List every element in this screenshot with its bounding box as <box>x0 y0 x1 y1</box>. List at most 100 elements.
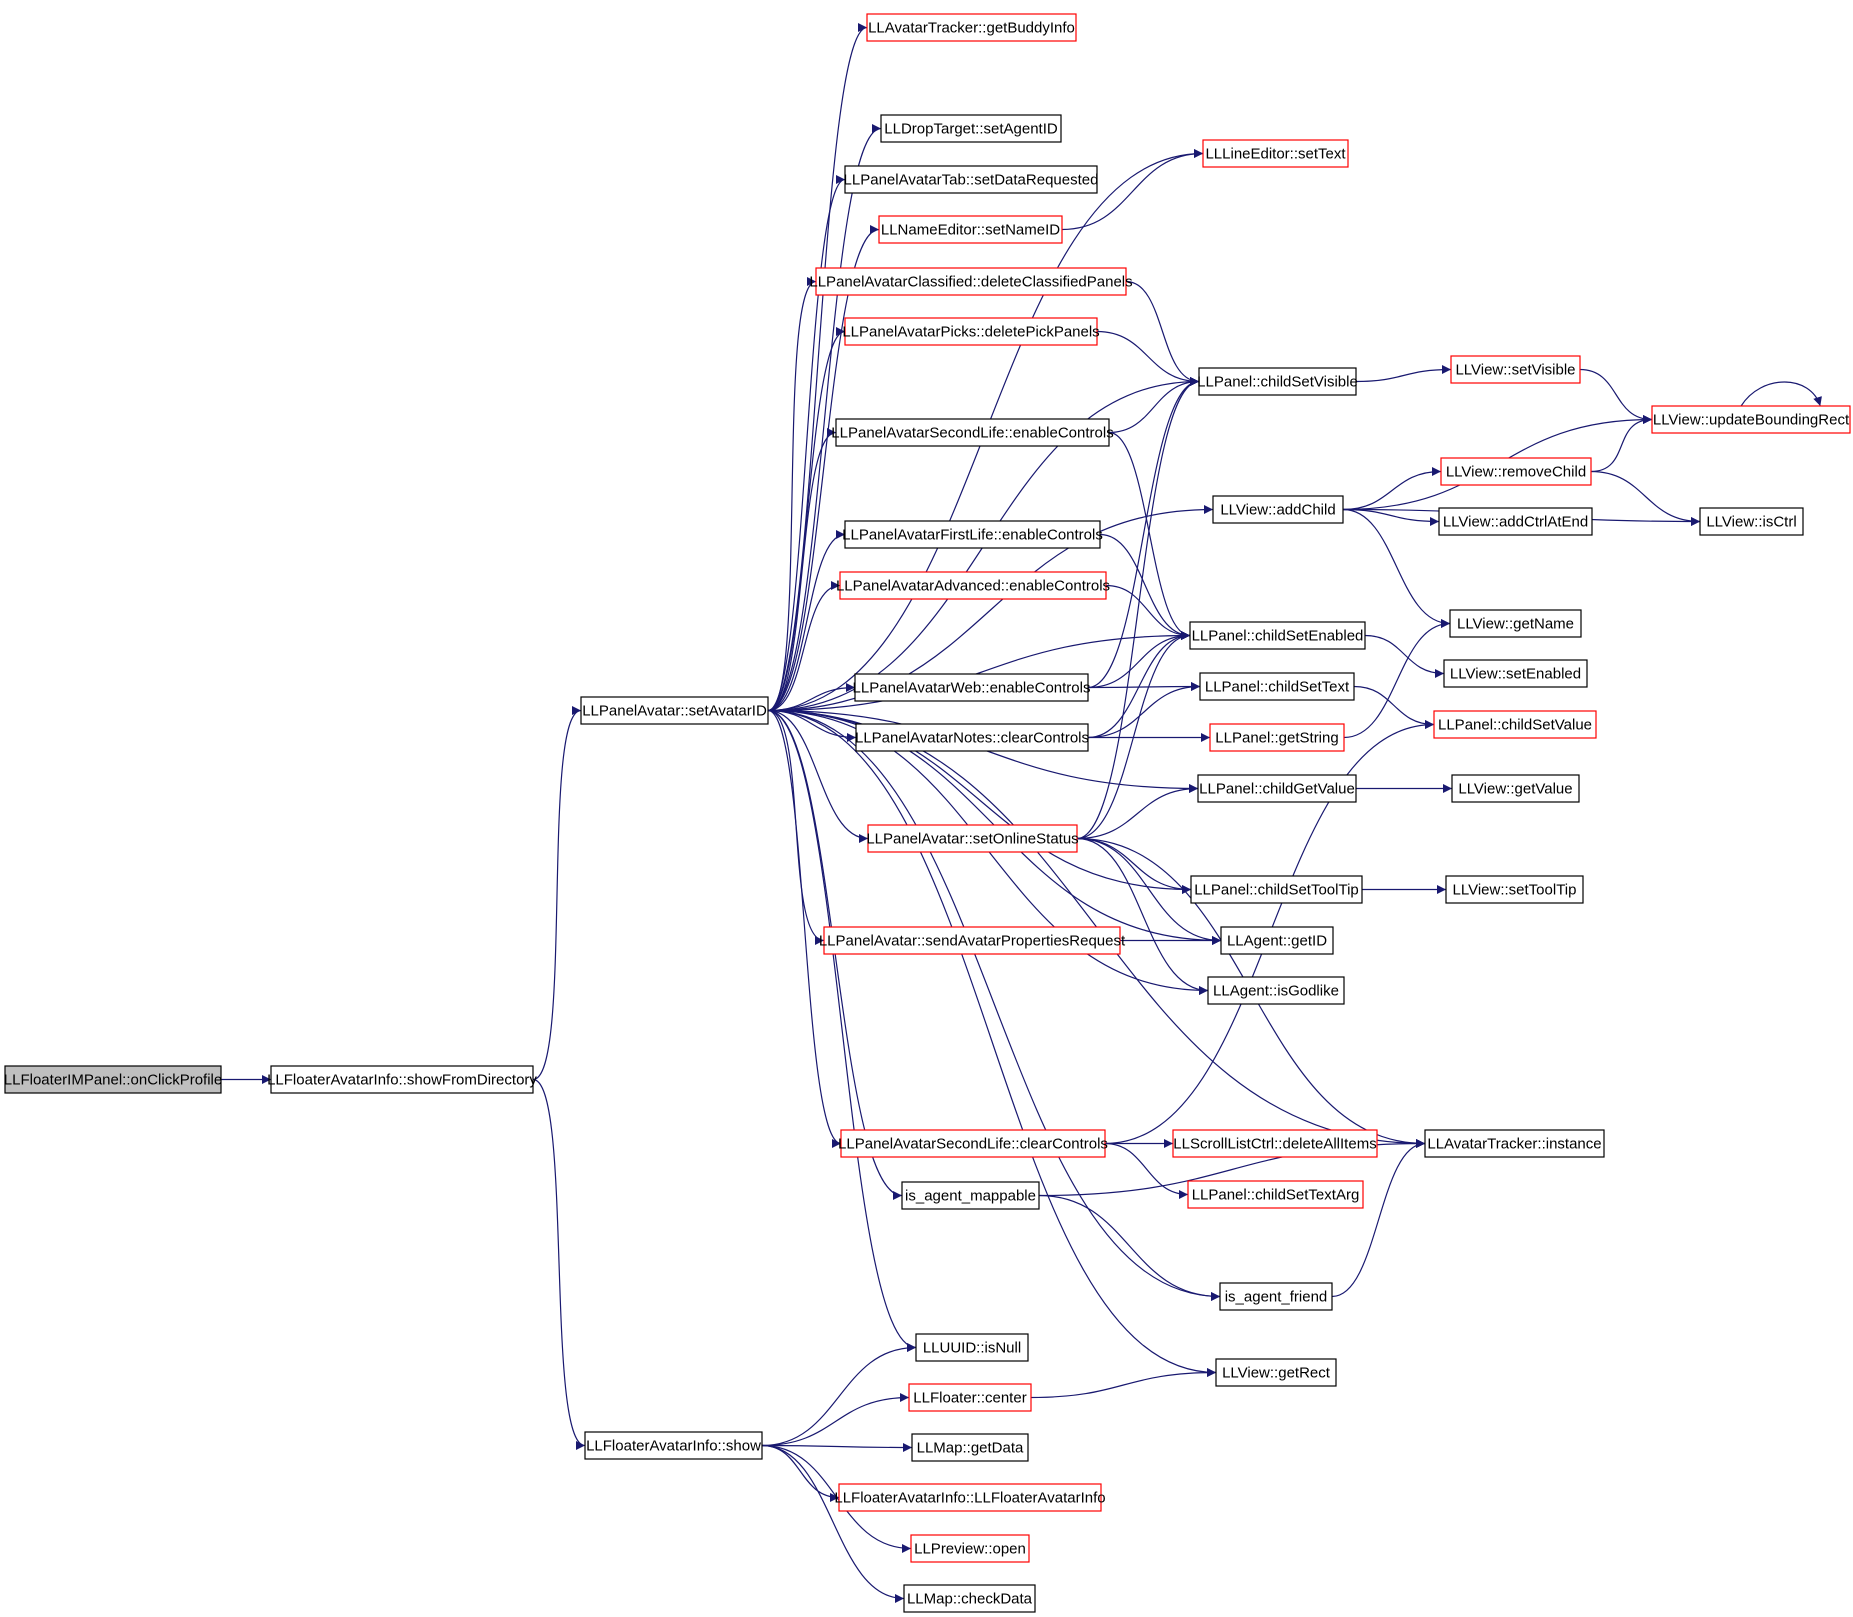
node-onClickProfile[interactable]: LLFloaterIMPanel::onClickProfile <box>4 1065 222 1094</box>
node-setNameID[interactable]: LLNameEditor::setNameID <box>878 215 1063 244</box>
node-isAgentFriend[interactable]: is_agent_friend <box>1219 1282 1333 1311</box>
node-box <box>1424 1129 1605 1158</box>
node-label: LLPanelAvatar::setOnlineStatus <box>866 831 1078 848</box>
node-previewOpen[interactable]: LLPreview::open <box>910 1534 1030 1563</box>
node-updateBoundingRect[interactable]: LLView::updateBoundingRect <box>1651 405 1851 434</box>
edges-layer <box>220 23 1822 1603</box>
edge-setAvatarID-to-addChild <box>767 505 1214 712</box>
node-addChild[interactable]: LLView::addChild <box>1212 495 1344 524</box>
node-slEnableControls[interactable]: LLPanelAvatarSecondLife::enableControls <box>831 418 1114 447</box>
edge-center-to-getRect <box>1030 1368 1217 1399</box>
node-getBuddyInfo[interactable]: LLAvatarTracker::getBuddyInfo <box>866 13 1077 42</box>
edge-setAvatarID-to-childSetEnabled <box>767 631 1191 712</box>
node-box <box>1207 976 1345 1005</box>
node-ctor[interactable]: LLFloaterAvatarInfo::LLFloaterAvatarInfo <box>834 1483 1106 1512</box>
node-setAgentID[interactable]: LLDropTarget::setAgentID <box>880 114 1062 143</box>
node-trackerInstance[interactable]: LLAvatarTracker::instance <box>1424 1129 1605 1158</box>
node-setOnlineStatus[interactable]: LLPanelAvatar::setOnlineStatus <box>866 824 1079 853</box>
node-setAvatarID[interactable]: LLPanelAvatar::setAvatarID <box>580 696 769 725</box>
node-clearControlsNotes[interactable]: LLPanelAvatarNotes::clearControls <box>855 723 1089 752</box>
edge-setAvatarID-to-deletePickPanels <box>767 327 846 712</box>
edge-childSetEnabled-to-setEnabled <box>1364 634 1445 678</box>
node-setDataRequested[interactable]: LLPanelAvatarTab::setDataRequested <box>844 165 1099 194</box>
node-flEnableControls[interactable]: LLPanelAvatarFirstLife::enableControls <box>842 520 1103 549</box>
node-sendReq[interactable]: LLPanelAvatar::sendAvatarPropertiesReque… <box>819 926 1126 955</box>
node-isCtrl[interactable]: LLView::isCtrl <box>1699 507 1804 536</box>
node-box <box>580 696 769 725</box>
node-setVisible[interactable]: LLView::setVisible <box>1450 355 1581 384</box>
node-label: is_agent_friend <box>1225 1289 1328 1306</box>
node-childSetText[interactable]: LLPanel::childSetText <box>1199 672 1355 701</box>
node-box <box>270 1065 534 1094</box>
node-childSetEnabled[interactable]: LLPanel::childSetEnabled <box>1189 621 1366 650</box>
node-setToolTip[interactable]: LLView::setToolTip <box>1445 875 1584 904</box>
edge-removeChild-to-updateBoundingRect <box>1590 415 1653 473</box>
edge-setNameID-to-setText <box>1061 149 1204 231</box>
node-isAgentMappable[interactable]: is_agent_mappable <box>901 1181 1040 1210</box>
node-box <box>854 673 1089 702</box>
node-label: LLAvatarTracker::instance <box>1427 1136 1601 1153</box>
node-getString[interactable]: LLPanel::getString <box>1209 723 1345 752</box>
node-getID[interactable]: LLAgent::getID <box>1220 926 1334 955</box>
node-slClearControls[interactable]: LLPanelAvatarSecondLife::clearControls <box>838 1129 1108 1158</box>
node-label: LLPanel::childSetVisible <box>1197 374 1358 391</box>
node-webEnableControls[interactable]: LLPanelAvatarWeb::enableControls <box>853 673 1091 702</box>
node-box <box>878 215 1063 244</box>
node-label: LLFloaterAvatarInfo::show <box>586 1438 761 1455</box>
node-label: LLPanel::childSetEnabled <box>1192 628 1364 645</box>
edge-addChild-to-getName <box>1342 508 1451 628</box>
node-box <box>1445 875 1584 904</box>
node-removeChild[interactable]: LLView::removeChild <box>1440 457 1592 486</box>
node-label: LLPanelAvatarWeb::enableControls <box>853 680 1091 697</box>
node-checkData[interactable]: LLMap::checkData <box>903 1584 1036 1613</box>
node-box <box>838 1483 1102 1512</box>
node-label: LLLineEditor::setText <box>1205 146 1346 163</box>
node-childSetVisible[interactable]: LLPanel::childSetVisible <box>1197 367 1358 396</box>
edge-setOnlineStatus-to-childSetVisible <box>1076 377 1200 840</box>
node-box <box>835 418 1110 447</box>
node-childSetTextArg[interactable]: LLPanel::childSetTextArg <box>1187 1180 1364 1209</box>
edge-webEnableControls-to-childSetEnabled <box>1087 631 1191 689</box>
node-childSetValue[interactable]: LLPanel::childSetValue <box>1433 710 1597 739</box>
node-deletePickPanels[interactable]: LLPanelAvatarPicks::deletePickPanels <box>842 317 1100 346</box>
node-isGodlike[interactable]: LLAgent::isGodlike <box>1207 976 1345 1005</box>
node-box <box>1450 355 1581 384</box>
node-label: LLFloater::center <box>913 1390 1026 1407</box>
node-deleteAllItems[interactable]: LLScrollListCtrl::deleteAllItems <box>1172 1129 1378 1158</box>
node-childGetValue[interactable]: LLPanel::childGetValue <box>1197 774 1357 803</box>
node-childSetToolTip[interactable]: LLPanel::childSetToolTip <box>1190 875 1363 904</box>
node-label: LLPanel::getString <box>1215 730 1338 747</box>
node-advEnableControls[interactable]: LLPanelAvatarAdvanced::enableControls <box>836 571 1110 600</box>
edge-setAvatarID-to-webEnableControls <box>767 683 856 712</box>
edge-setOnlineStatus-to-childSetToolTip <box>1076 837 1192 894</box>
edge-show-to-isNull <box>761 1343 917 1447</box>
edge-advEnableControls-to-childSetEnabled <box>1105 584 1191 640</box>
node-label: LLDropTarget::setAgentID <box>884 121 1058 138</box>
node-isNull[interactable]: LLUUID::isNull <box>915 1333 1029 1362</box>
node-label: LLPanel::childSetTextArg <box>1192 1187 1360 1204</box>
node-showFromDirectory[interactable]: LLFloaterAvatarInfo::showFromDirectory <box>267 1065 537 1094</box>
edge-setAvatarID-to-setNameID <box>767 225 880 712</box>
edge-show-to-center <box>761 1393 910 1447</box>
node-addCtrlAtEnd[interactable]: LLView::addCtrlAtEnd <box>1438 507 1593 536</box>
node-deleteClassifiedPanels[interactable]: LLPanelAvatarClassified::deleteClassifie… <box>809 267 1133 296</box>
node-box <box>1449 609 1582 638</box>
node-center[interactable]: LLFloater::center <box>908 1383 1032 1412</box>
node-getName[interactable]: LLView::getName <box>1449 609 1582 638</box>
node-getData[interactable]: LLMap::getData <box>911 1433 1029 1462</box>
node-getRect[interactable]: LLView::getRect <box>1215 1358 1337 1387</box>
node-setText[interactable]: LLLineEditor::setText <box>1202 139 1349 168</box>
node-label: LLView::isCtrl <box>1706 514 1796 531</box>
node-setEnabled[interactable]: LLView::setEnabled <box>1443 659 1588 688</box>
edge-slClearControls-to-childSetTextArg <box>1104 1142 1189 1199</box>
node-getValue[interactable]: LLView::getValue <box>1451 774 1580 803</box>
edge-webEnableControls-to-childSetVisible <box>1087 377 1200 689</box>
node-show[interactable]: LLFloaterAvatarInfo::show <box>584 1431 763 1460</box>
node-box <box>855 723 1089 752</box>
edge-setOnlineStatus-to-getID <box>1076 837 1222 945</box>
node-box <box>844 520 1101 549</box>
node-label: LLAgent::isGodlike <box>1213 983 1339 1000</box>
node-box <box>1197 774 1357 803</box>
edge-setAvatarID-to-isAgentFriend <box>767 709 1221 1301</box>
